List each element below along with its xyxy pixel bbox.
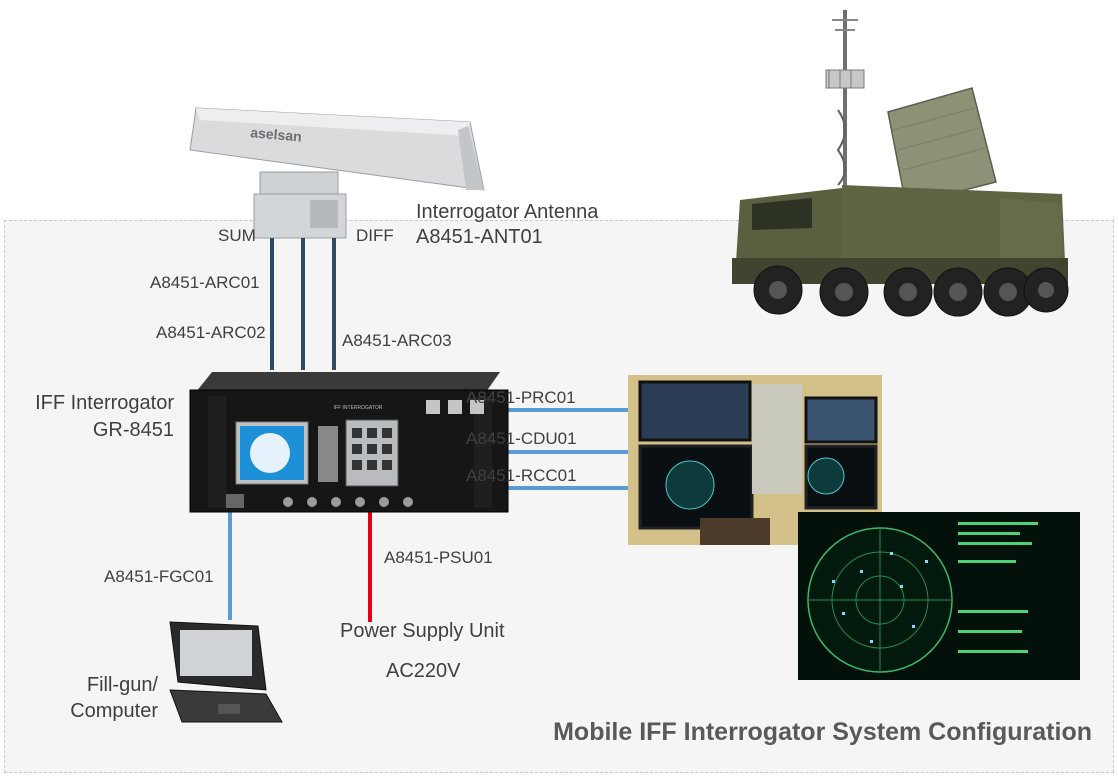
radar-ppi-screen: [798, 512, 1080, 680]
operator-console-photo: [628, 375, 882, 545]
diff-port-label: DIFF: [356, 226, 394, 245]
cable-arc01-label: A8451-ARC01: [150, 273, 260, 292]
power-voltage-label: AC220V: [386, 660, 461, 682]
cable-psu01-label: A8451-PSU01: [384, 548, 493, 567]
fillgun-label-line1: Fill-gun/: [86, 674, 158, 696]
diagram-caption: Mobile IFF Interrogator System Configura…: [553, 718, 1092, 746]
iff-interrogator-unit: IFF INTERROGATOR: [189, 372, 509, 513]
interrogator-name-label: IFF Interrogator: [35, 392, 174, 414]
cable-rcc01-label: A8451-RCC01: [466, 466, 577, 485]
antenna-part-label: A8451-ANT01: [416, 226, 543, 248]
fillgun-label-line2: Computer: [70, 700, 158, 722]
cable-arc03-label: A8451-ARC03: [342, 331, 452, 350]
antenna-cables: [270, 238, 336, 370]
cable-prc01-label: A8451-PRC01: [466, 388, 576, 407]
power-supply-label: Power Supply Unit: [340, 620, 505, 642]
fill-gun-laptop: [169, 621, 283, 723]
interrogator-part-label: GR-8451: [92, 419, 174, 441]
panel-text: IFF INTERROGATOR: [334, 405, 383, 411]
cable-cdu01-label: A8451-CDU01: [466, 429, 577, 448]
cable-fgc01-label: A8451-FGC01: [104, 567, 214, 586]
brand-label: aselsan: [250, 124, 303, 144]
cable-arc02-label: A8451-ARC02: [156, 323, 266, 342]
sum-port-label: SUM: [218, 226, 256, 245]
interrogator-antenna: aselsan: [189, 107, 485, 239]
military-truck: [732, 87, 1069, 317]
telescopic-mast: [825, 10, 865, 190]
antenna-name-label: Interrogator Antenna: [416, 201, 599, 223]
